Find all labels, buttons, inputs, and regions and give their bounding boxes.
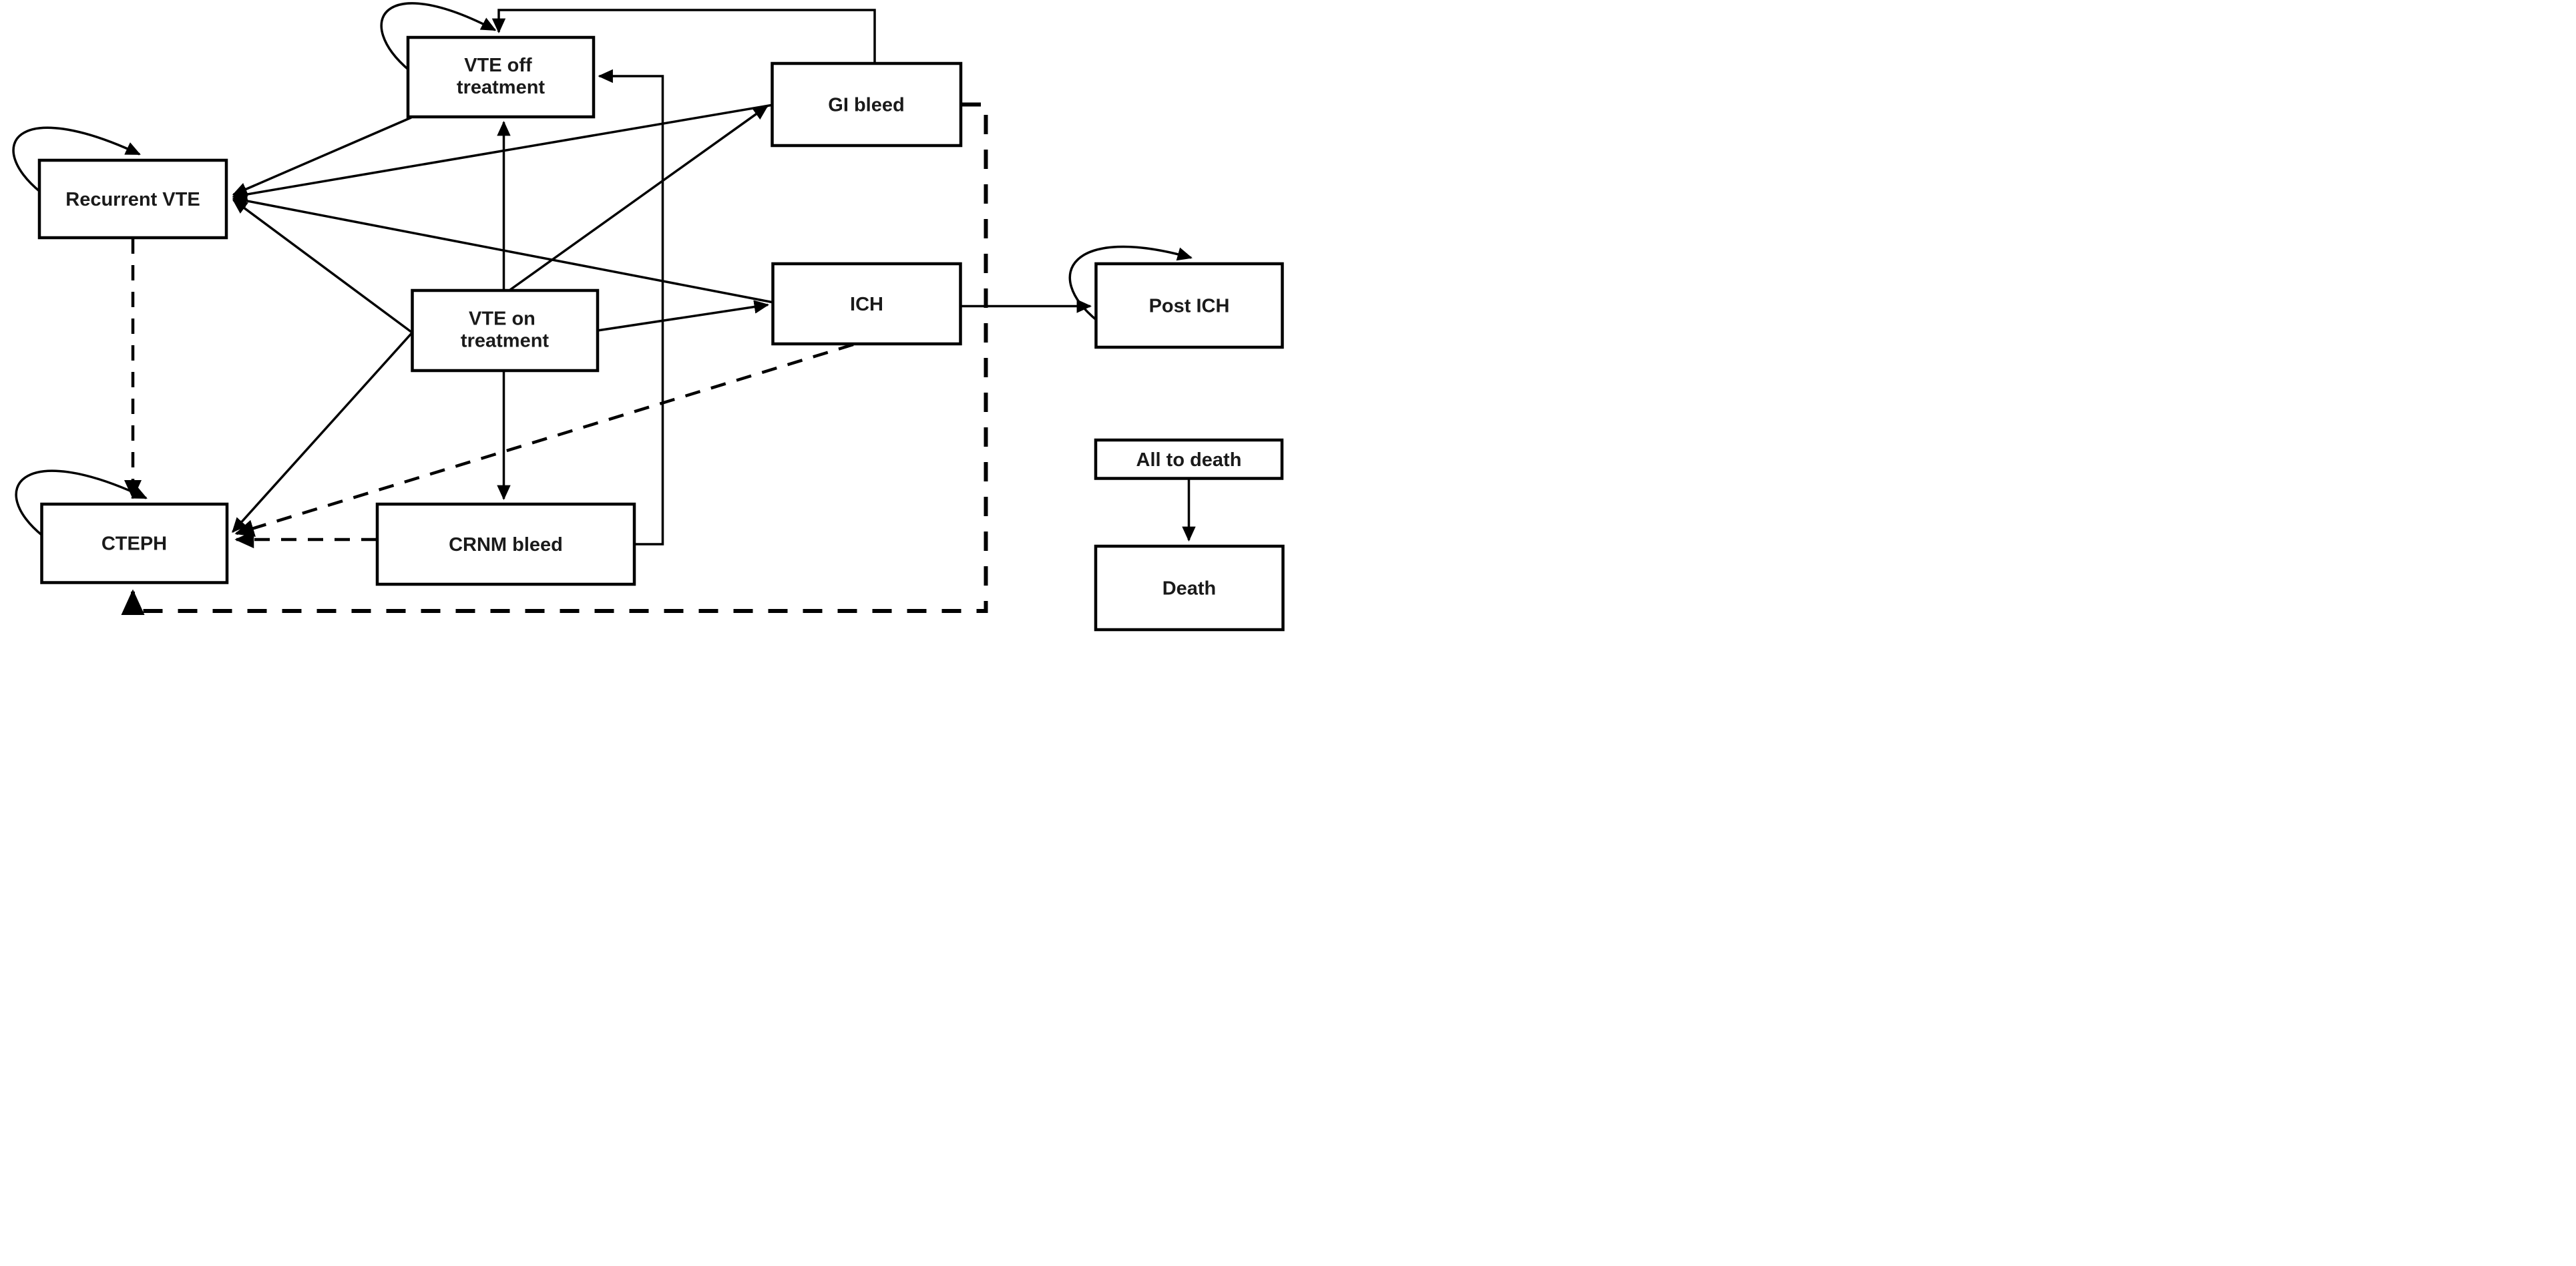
state-crnm-bleed: CRNM bleed — [375, 502, 636, 586]
state-box — [375, 502, 636, 586]
state-box — [406, 35, 596, 119]
state-ich: ICH — [771, 262, 962, 346]
edge-ich-to-recurrent — [232, 194, 773, 304]
state-all-to-death: All to death — [1094, 438, 1284, 480]
state-box — [771, 262, 962, 346]
state-box — [411, 288, 600, 373]
state-label: VTE off treatment — [457, 55, 545, 98]
state-label: Recurrent VTE — [65, 189, 200, 210]
edge-ich-to-cteph — [234, 343, 854, 537]
state-recurrent-vte: Recurrent VTE — [37, 158, 228, 240]
selfloop-vteoff — [380, 2, 497, 71]
state-label: Death — [1162, 578, 1217, 600]
state-post-ich: Post ICH — [1094, 262, 1284, 349]
diagram-canvas: VTE off treatment GI bleed Recurrent VTE… — [12, 2, 1285, 632]
state-label: All to death — [1136, 449, 1242, 471]
state-box — [771, 61, 963, 148]
state-label: GI bleed — [828, 95, 904, 116]
state-death: Death — [1094, 544, 1285, 632]
state-label: CTEPH — [101, 534, 167, 555]
state-label: Post ICH — [1149, 296, 1230, 317]
edge-vteon-to-ich — [597, 300, 770, 332]
state-box — [37, 158, 228, 240]
selfloop-recurrent — [12, 126, 141, 193]
edge-vteon-to-gibleed — [509, 105, 769, 291]
state-box — [40, 502, 229, 584]
state-gi-bleed: GI bleed — [771, 61, 963, 148]
state-vte-off-treatment: VTE off treatment — [406, 35, 596, 119]
state-box — [1094, 438, 1284, 480]
selfloop-postich — [1068, 245, 1193, 322]
state-cteph: CTEPH — [40, 502, 229, 584]
state-label: ICH — [850, 294, 883, 315]
state-label: CRNM bleed — [449, 534, 563, 556]
state-box — [1094, 544, 1285, 632]
state-label: VTE on treatment — [461, 308, 549, 352]
state-box — [1094, 262, 1284, 349]
edge-crnm-to-vteoff — [598, 69, 664, 546]
state-vte-on-treatment: VTE on treatment — [411, 288, 600, 373]
edge-vteon-to-recurrent — [232, 199, 413, 333]
edge-gibleed-to-cteph — [121, 102, 988, 615]
edge-vteon-to-cteph — [232, 332, 413, 534]
edge-gibleed-to-vteoff — [491, 9, 876, 63]
markov-state-diagram: VTE off treatment GI bleed Recurrent VTE… — [0, 0, 1288, 633]
edge-vteoff-to-recurrent — [232, 116, 412, 196]
edge-gibleed-to-recurrent — [232, 103, 772, 202]
selfloop-cteph — [15, 469, 148, 537]
